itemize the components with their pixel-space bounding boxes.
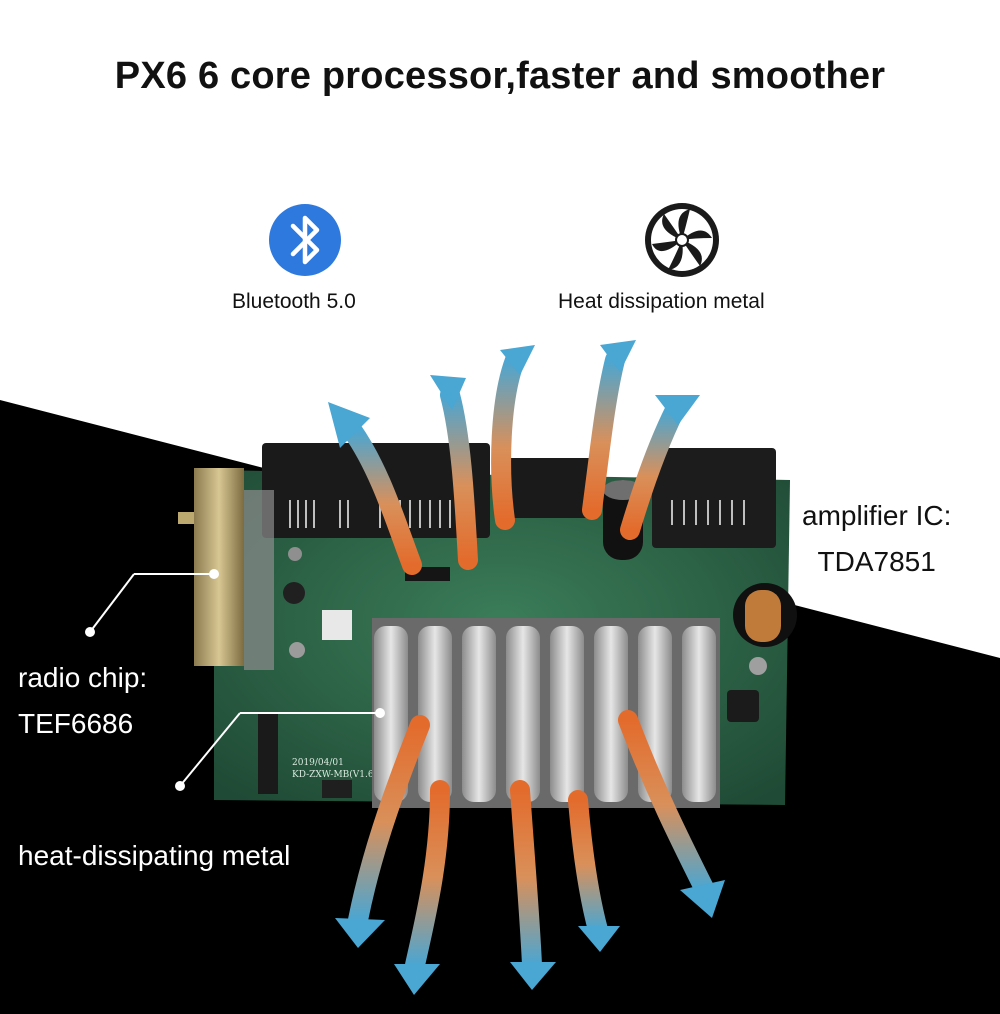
board-date-silkscreen: 2019/04/01	[292, 758, 344, 768]
arrowheads-down	[335, 880, 725, 995]
board-model-silkscreen: KD-ZXW-MB(V1.6)	[292, 769, 377, 780]
page-title: PX6 6 core processor,faster and smoother	[114, 55, 886, 97]
radio-chip-title: radio chip:	[18, 662, 148, 693]
heat-arrows-down	[348, 710, 715, 975]
bluetooth-label: Bluetooth 5.0	[232, 290, 356, 313]
heatsink	[372, 618, 720, 808]
fan-icon	[645, 203, 719, 277]
radio-chip-connector	[178, 468, 274, 670]
radio-chip-model: TEF6686	[18, 708, 134, 739]
amplifier-callout: amplifier IC: TDA7851	[802, 493, 951, 585]
arrowheads-up	[328, 340, 700, 448]
callout-lines	[85, 569, 385, 791]
amplifier-model: TDA7851	[817, 546, 936, 577]
heat-metal-title: heat-dissipating metal	[18, 840, 291, 871]
heat-arrows-up	[342, 350, 685, 575]
radio-chip-callout: radio chip: TEF6686	[18, 655, 147, 747]
bluetooth-icon	[269, 204, 341, 276]
heat-dissipation-label: Heat dissipation metal	[558, 290, 765, 313]
amplifier-title: amplifier IC:	[802, 500, 952, 531]
heat-metal-callout: heat-dissipating metal	[18, 833, 290, 879]
